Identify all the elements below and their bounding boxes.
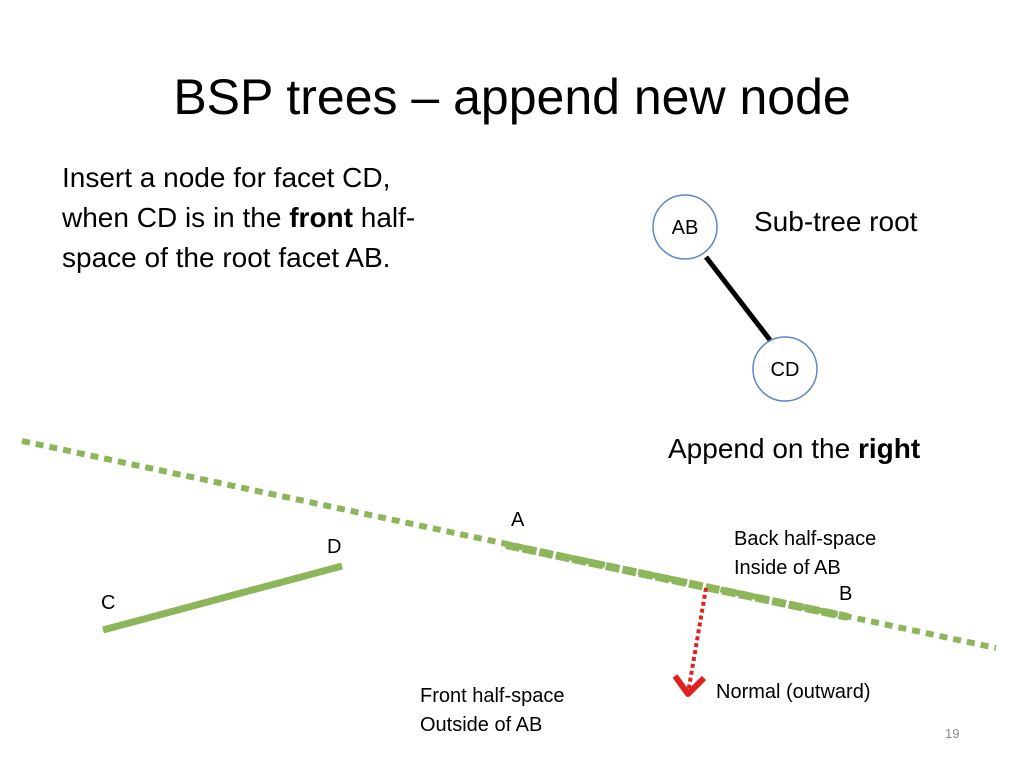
front-half-space-line2: Outside of AB — [420, 714, 543, 736]
tree-edge — [704, 255, 772, 342]
facet-ab — [505, 541, 849, 621]
point-d-label: D — [327, 536, 342, 558]
front-half-space-label: Front half-space Outside of AB — [420, 682, 565, 740]
tree-node-ab-label: AB — [672, 217, 699, 239]
sub-tree-root-caption: Sub-tree root — [754, 206, 918, 237]
front-half-space-line1: Front half-space — [420, 685, 565, 707]
back-half-space-line1: Back half-space — [734, 528, 877, 550]
append-caption-emphasis: right — [857, 433, 921, 464]
normal-arrow-shaft — [686, 587, 708, 694]
slide-body-text: Insert a node for facet CD, when CD is i… — [62, 158, 462, 278]
back-half-space-label: Back half-space Inside of AB — [734, 525, 876, 583]
point-b-label: B — [839, 583, 853, 605]
body-text-part1: Insert a node for facet CD, when CD is i… — [62, 162, 391, 233]
tree-node-cd-label: CD — [771, 359, 800, 381]
point-c-label: C — [101, 592, 116, 614]
tree-node-cd: CD — [752, 336, 818, 402]
body-text-emphasis: front — [289, 202, 353, 233]
tree-node-ab: AB — [652, 194, 718, 260]
page-number: 19 — [945, 726, 960, 741]
back-half-space-line2: Inside of AB — [734, 557, 841, 579]
normal-arrow-head — [672, 674, 707, 697]
normal-label: Normal (outward) — [716, 681, 871, 703]
body-text-part2: half-space of the root facet AB. — [62, 202, 416, 273]
append-caption-prefix: Append on the — [668, 433, 858, 464]
slide-title: BSP trees – append new node — [173, 69, 851, 125]
point-a-label: A — [511, 509, 525, 531]
append-caption: Append on the right — [668, 432, 920, 466]
facet-cd — [102, 562, 343, 634]
